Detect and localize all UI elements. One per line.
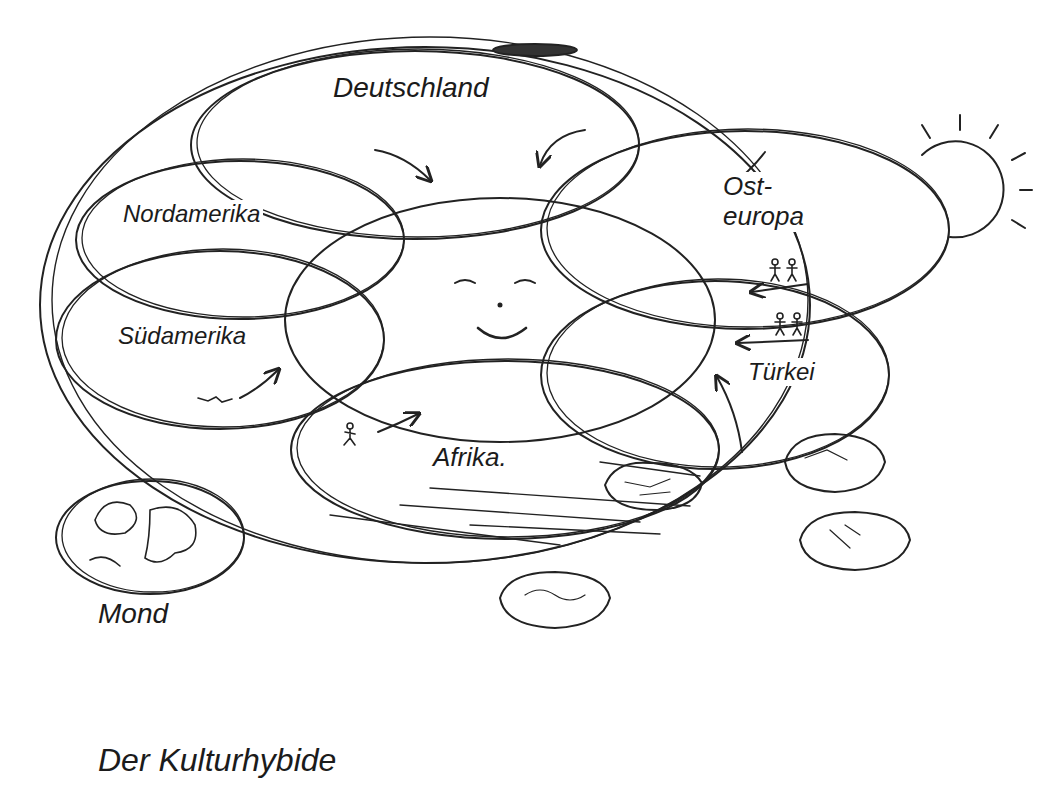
stick-figure — [775, 313, 785, 335]
stick-figure — [770, 259, 780, 281]
figure-head — [772, 259, 778, 265]
stick-figure — [792, 313, 802, 335]
motion-streak — [330, 515, 560, 545]
circle-stroke — [56, 481, 244, 594]
motion-streak — [430, 488, 690, 506]
rock — [605, 463, 702, 510]
motion-streak — [400, 505, 640, 522]
region-circle: Nordamerika — [75, 160, 405, 320]
figure-head — [777, 313, 783, 319]
sun-disc — [922, 141, 1004, 237]
rock — [800, 512, 910, 570]
flow-arrow — [752, 284, 808, 292]
face-eye — [515, 280, 535, 283]
circle-stroke — [62, 249, 384, 427]
caption: Der Kulturhybide — [95, 742, 339, 779]
region-circle: Afrika. — [290, 360, 720, 540]
stick-figure — [344, 423, 355, 445]
stick-figure — [787, 259, 797, 281]
moon-crater — [90, 557, 120, 566]
circle-stroke — [82, 159, 404, 317]
circle-outline — [55, 480, 245, 595]
plane-scribble — [198, 397, 232, 402]
figure-head — [789, 259, 795, 265]
figure-head — [347, 423, 353, 429]
region-circle: Ost- europa — [540, 130, 950, 330]
sun-rays — [922, 115, 1032, 228]
region-label: Südamerika — [115, 322, 249, 350]
circle-stroke — [297, 359, 719, 537]
rock — [785, 434, 885, 492]
motion-streak — [470, 525, 660, 534]
circle-stroke — [291, 361, 719, 539]
rock — [500, 572, 610, 628]
circle-outline — [540, 280, 890, 470]
rock-texture — [525, 590, 585, 600]
circle-stroke — [56, 251, 384, 429]
figure-head — [794, 313, 800, 319]
region-label: Ost- europa — [720, 172, 807, 232]
rock-texture — [830, 525, 860, 548]
region-label: Nordamerika — [120, 200, 263, 228]
flow-arrow — [738, 340, 808, 343]
moon-crater — [145, 507, 196, 562]
circle-stroke — [62, 479, 244, 592]
circle-outline — [75, 160, 405, 320]
centre-circle — [285, 198, 715, 442]
face-smile — [478, 328, 526, 338]
flow-arrow — [240, 370, 278, 398]
region-label: Mond — [95, 598, 171, 630]
region-label: Afrika. — [430, 443, 510, 473]
region-label: Türkei — [745, 358, 818, 386]
circle-stroke — [541, 281, 889, 469]
flow-arrow — [375, 150, 430, 180]
region-label: Deutschland — [330, 72, 492, 104]
figure-body — [775, 319, 785, 335]
rock-texture — [625, 479, 670, 495]
globe-top-scribble — [493, 44, 577, 56]
flow-arrow — [540, 130, 585, 165]
rock-texture — [805, 450, 847, 460]
figure-body — [344, 429, 355, 445]
figure-body — [770, 265, 780, 281]
circle-stroke — [547, 129, 949, 327]
face-nose — [499, 304, 502, 307]
flow-arrow — [717, 377, 742, 452]
circle-stroke — [76, 161, 404, 319]
moon-circle: Mond — [55, 480, 245, 595]
face-eye — [455, 280, 475, 283]
figure-body — [792, 319, 802, 335]
globe-outline — [40, 47, 810, 563]
figure-body — [787, 265, 797, 281]
globe-outline-sketch — [52, 37, 808, 563]
region-circle: Türkei — [540, 280, 890, 470]
moon-crater — [95, 502, 136, 534]
circle-stroke — [541, 131, 949, 329]
region-circle: Südamerika — [55, 250, 385, 430]
circle-stroke — [547, 279, 889, 467]
flow-arrow — [378, 414, 418, 432]
